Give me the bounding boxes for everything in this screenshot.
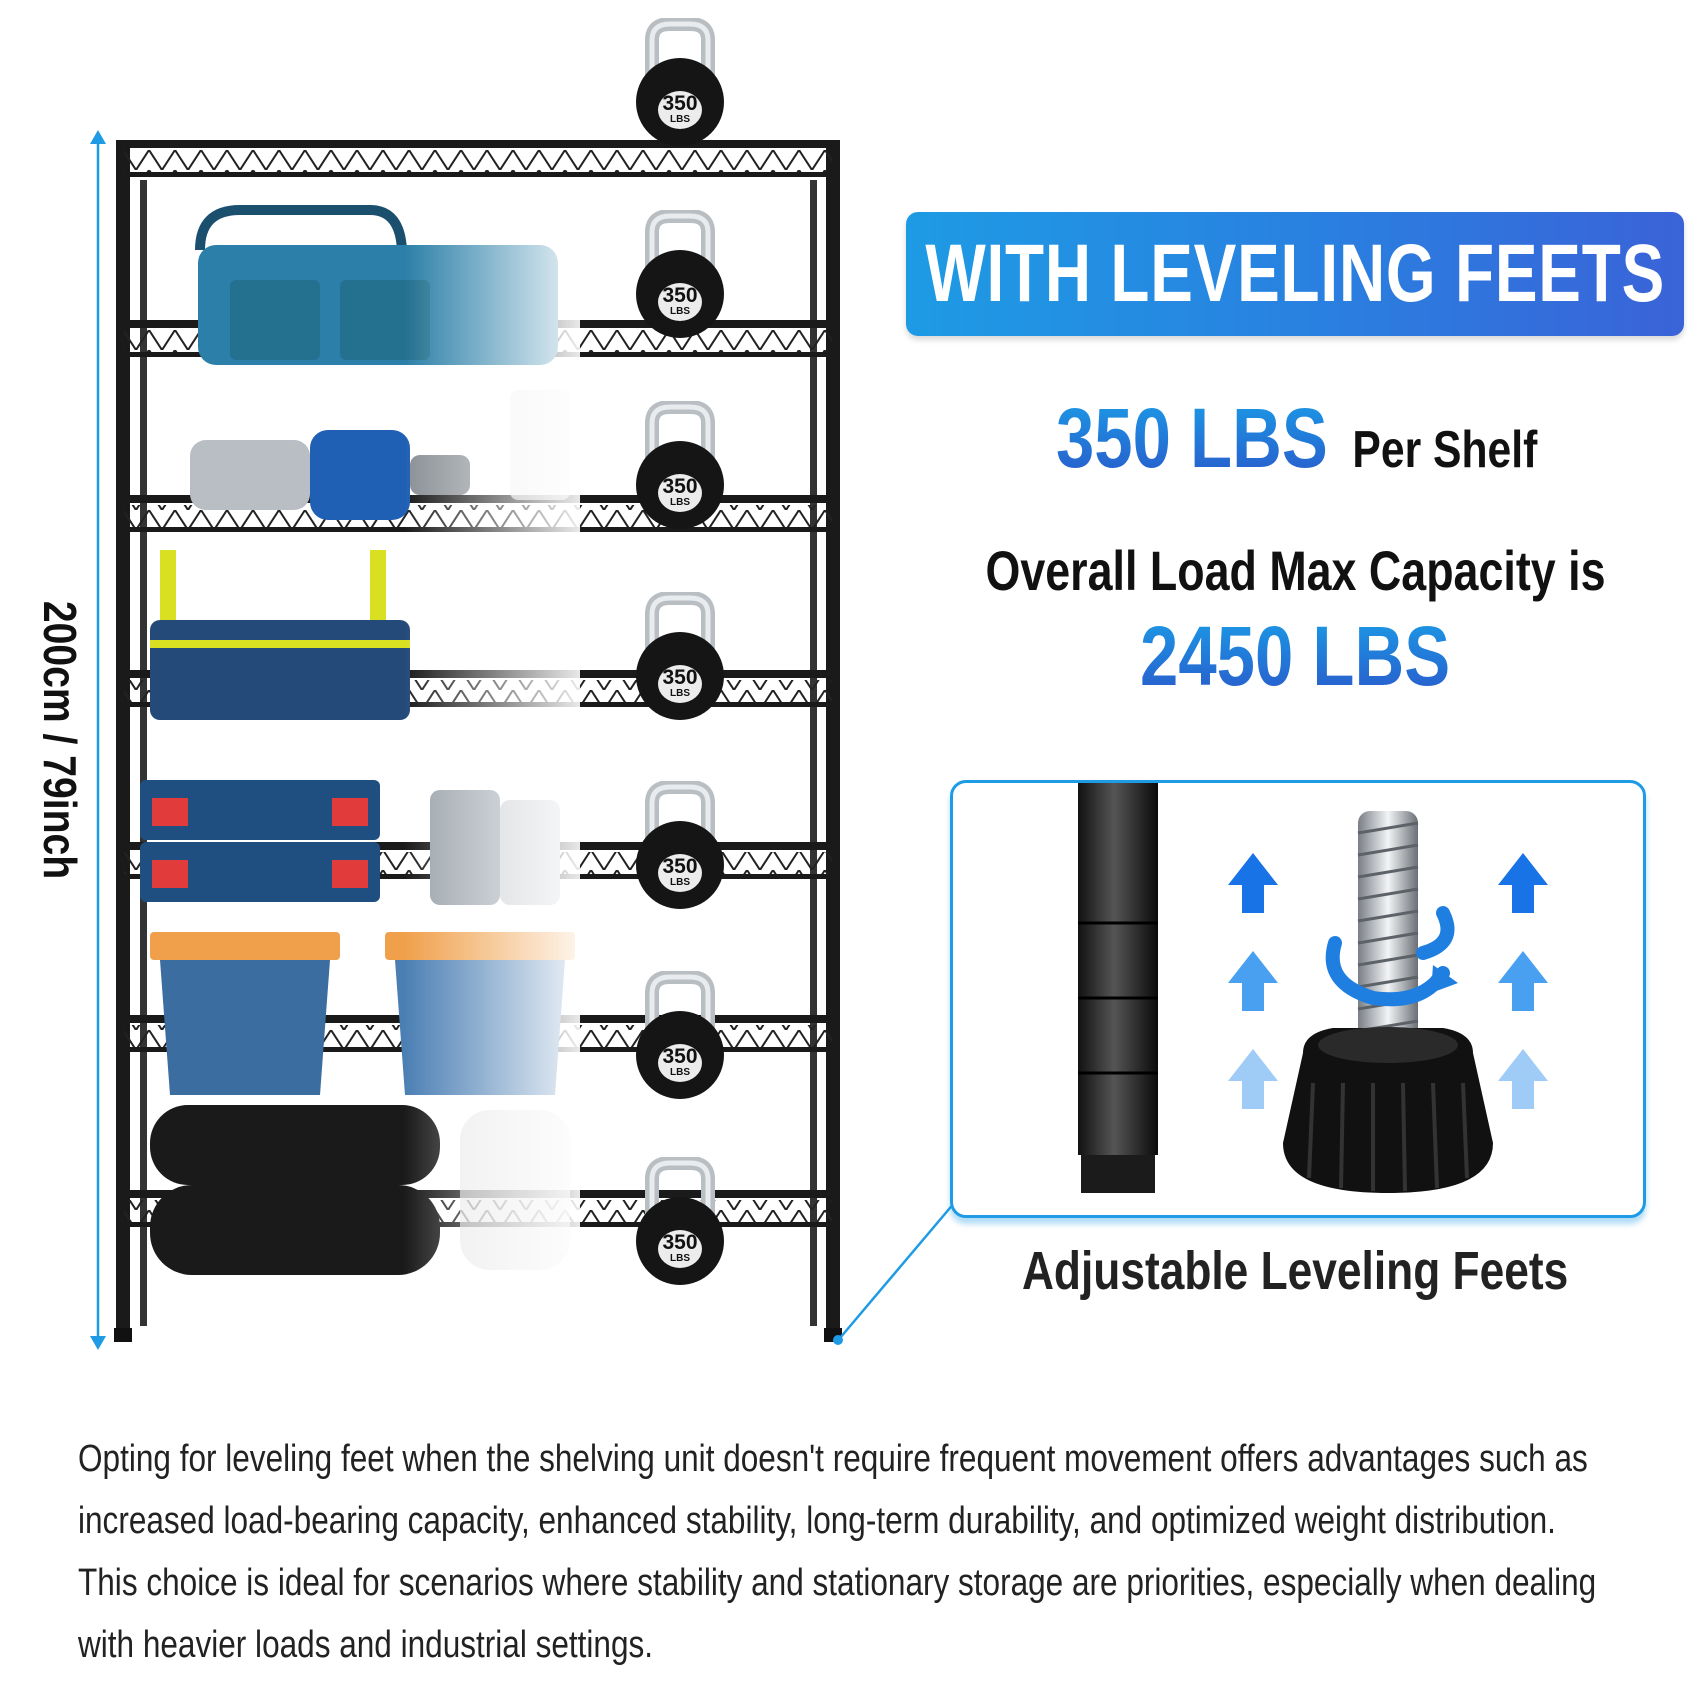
rack-post-back-right <box>810 180 817 1326</box>
height-dimension-arrow <box>90 130 106 1350</box>
kettlebell-unit: LBS <box>670 497 690 508</box>
overall-capacity-value-wrap: 2450 LBS <box>900 608 1690 705</box>
banner-title: WITH LEVELING FEETS <box>925 228 1665 319</box>
kettlebell-weight: 350 <box>662 855 698 878</box>
kettlebell-icon <box>636 591 724 720</box>
up-arrow-icon-right <box>1498 853 1548 1109</box>
rotate-arrow-icon <box>1325 906 1455 1007</box>
leveling-foot-detail <box>950 780 1646 1218</box>
kettlebell-icon <box>636 209 724 338</box>
kettlebell-icon <box>636 400 724 529</box>
kettlebell-unit: LBS <box>670 114 690 125</box>
kettlebell-icon <box>636 17 724 146</box>
callout-line <box>833 1201 956 1345</box>
overall-capacity-label-wrap: Overall Load Max Capacity is <box>900 538 1690 603</box>
kettlebell-weight: 350 <box>662 666 698 689</box>
kettlebell-unit: LBS <box>670 688 690 699</box>
rack-pole <box>1078 783 1158 1193</box>
description-line: Opting for leveling feet when the shelvi… <box>78 1438 1588 1480</box>
kettlebell-unit: LBS <box>670 1067 690 1078</box>
kettlebell-icon <box>636 1156 724 1285</box>
per-shelf-value: 350 LBS <box>1056 391 1328 485</box>
height-label: 200cm / 79inch <box>34 600 86 880</box>
description-line: increased load-bearing capacity, enhance… <box>78 1500 1556 1542</box>
up-arrow-icon-left <box>1228 853 1278 1109</box>
kettlebell-icon <box>636 970 724 1099</box>
per-shelf-label: Per Shelf <box>1352 421 1538 479</box>
description-line: This choice is ideal for scenarios where… <box>78 1562 1597 1604</box>
rack-foot-left <box>114 1328 132 1342</box>
kettlebell-weight: 350 <box>662 92 698 115</box>
stored-items <box>140 190 580 1290</box>
kettlebell-unit: LBS <box>670 1253 690 1264</box>
screw-thread <box>1357 811 1419 1061</box>
leveling-foot-illustration <box>1078 783 1548 1193</box>
kettlebell-weight: 350 <box>662 1231 698 1254</box>
foot-base <box>1283 1027 1493 1193</box>
rack-post-right <box>826 140 840 1336</box>
rack-post-left <box>116 140 130 1336</box>
kettlebell-weight: 350 <box>662 1045 698 1068</box>
kettlebell-unit: LBS <box>670 877 690 888</box>
kettlebell-unit: LBS <box>670 306 690 317</box>
rack-shelf <box>118 140 838 177</box>
kettlebell-weight: 350 <box>662 284 698 307</box>
per-shelf-capacity: 350 LBS Per Shelf <box>1056 390 1537 490</box>
overall-capacity-label: Overall Load Max Capacity is <box>984 539 1605 602</box>
leveling-feet-banner: WITH LEVELING FEETS <box>906 212 1684 336</box>
overall-capacity-value: 2450 LBS <box>1139 609 1451 703</box>
detail-caption: Adjustable Leveling Feets <box>1021 1241 1569 1301</box>
description: Opting for leveling feet when the shelvi… <box>78 1428 1638 1676</box>
kettlebell-icon <box>636 780 724 909</box>
kettlebell-weight: 350 <box>662 475 698 498</box>
detail-caption-wrap: Adjustable Leveling Feets <box>900 1240 1690 1302</box>
description-line: with heavier loads and industrial settin… <box>78 1624 654 1666</box>
